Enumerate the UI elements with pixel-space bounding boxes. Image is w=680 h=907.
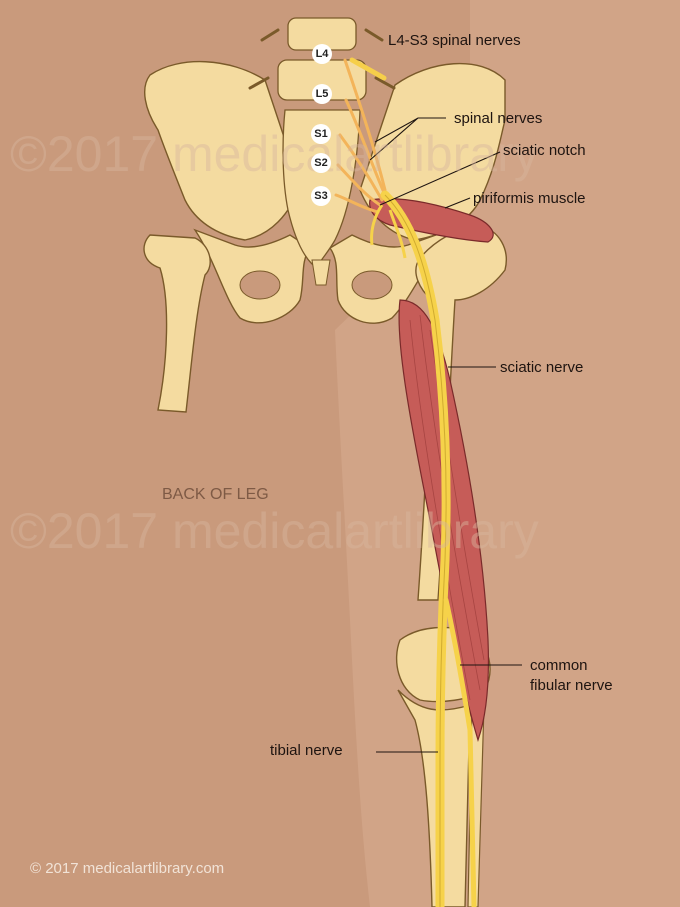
left-femur (143, 234, 211, 413)
label-spinal-nerves: spinal nerves (454, 110, 543, 127)
label-piriformis-muscle: piriformis muscle (473, 190, 586, 207)
label-common-fibular-nerve: common fibular nerve (530, 656, 613, 696)
label-common-fibular-line2: fibular nerve (530, 677, 613, 694)
label-tibial-nerve: tibial nerve (270, 742, 343, 759)
label-sciatic-nerve: sciatic nerve (500, 359, 584, 376)
vertebra-label-s2: S2 (311, 153, 331, 173)
label-sciatic-notch: sciatic notch (503, 142, 586, 159)
leader-piriformis (444, 197, 471, 209)
left-ilium (144, 60, 301, 241)
watermark-top: ©2017 medicalartlibrary (10, 126, 539, 182)
label-common-fibular-line1: common (530, 657, 588, 674)
vertebra-label-l4: L4 (312, 44, 332, 64)
vertebra-label-s1: S1 (311, 124, 331, 144)
coccyx (311, 259, 331, 286)
label-back-of-leg: BACK OF LEG (162, 486, 269, 503)
leader-spinal-nerves (369, 117, 446, 161)
leader-sciatic-notch (379, 151, 501, 206)
copyright-footer: © 2017 medicalartlibrary.com (30, 860, 225, 877)
watermark-middle: ©2017 medicalartlibrary (10, 503, 539, 559)
label-l4-s3-spinal-nerves: L4-S3 spinal nerves (388, 32, 521, 49)
vertebra-label-l5: L5 (312, 84, 332, 104)
vertebra-label-s3: S3 (311, 186, 331, 206)
